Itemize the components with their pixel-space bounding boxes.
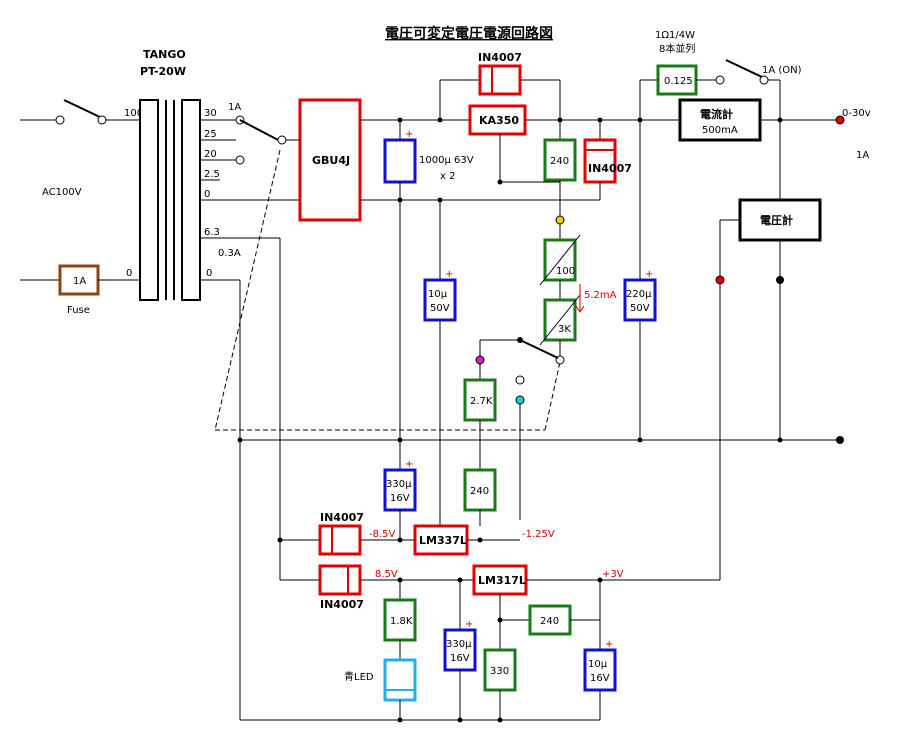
transformer-brand: TANGO	[143, 48, 186, 61]
cap10-16-label: 10μ	[588, 659, 608, 670]
bridge-rectifier	[298, 98, 362, 222]
regulator-ka350	[468, 104, 527, 136]
tap-0-primary: 0	[126, 268, 132, 279]
diode-right-label: IN4007	[588, 162, 632, 175]
diode-top-label: IN4007	[478, 51, 522, 64]
capacitor-1000u	[383, 138, 417, 184]
out-voltage: 0-30v	[842, 108, 871, 119]
svg-text:+: +	[645, 269, 653, 280]
capacitor-330u-b	[443, 628, 477, 672]
diode-right	[583, 138, 617, 184]
resistor-1-8k	[383, 598, 417, 642]
tap-0-3a: 0.3A	[218, 248, 241, 259]
tap-30: 30	[204, 108, 217, 119]
diode-pos-label: IN4007	[320, 598, 364, 611]
capacitor-10u-16v	[583, 648, 617, 692]
diode-neg	[318, 524, 362, 556]
tap-100: 100	[124, 108, 143, 119]
out-current: 1A	[856, 150, 869, 161]
capacitor-220u	[623, 278, 657, 322]
input-section: AC100V 1A Fuse 100 0	[20, 99, 143, 316]
cap330b-volt: 16V	[450, 653, 470, 664]
neg-out: -1.25V	[522, 529, 555, 540]
diode-top	[478, 64, 522, 96]
switch-rating: 1A	[228, 102, 241, 113]
svg-text:+: +	[605, 639, 613, 650]
r240b-label: 240	[470, 486, 489, 497]
tap-6-3: 6.3	[204, 227, 220, 238]
current-label: 5.2mA	[584, 290, 617, 301]
diode-pos	[318, 564, 362, 596]
cap330b-label: 330μ	[446, 639, 472, 650]
svg-text:+: +	[445, 269, 453, 280]
resistor-240-c	[528, 604, 572, 636]
shunt-value: 0.125	[664, 76, 693, 87]
shunt-spec2: 8本並列	[659, 42, 695, 55]
pot3k-label: 3K	[558, 324, 571, 335]
diode-neg-label: IN4007	[320, 511, 364, 524]
pos-out: +3V	[602, 569, 624, 580]
cap220-label: 220μ	[626, 289, 652, 300]
pos-volt: 8.5V	[375, 569, 398, 580]
capacitor-330u-a	[383, 468, 417, 512]
shunt-spec: 1Ω1/4W	[655, 30, 695, 41]
r1-8k-label: 1.8K	[390, 616, 413, 627]
svg-text:+: +	[465, 619, 473, 630]
capacitor-10u-50v	[423, 278, 457, 322]
resistor-2-7k	[463, 378, 497, 422]
out-switch-label: 1A (ON)	[762, 65, 802, 76]
bridge-label: GBU4J	[312, 154, 350, 167]
ammeter-range: 500mA	[702, 125, 738, 136]
shunt-resistor	[656, 64, 698, 96]
output-switch	[725, 59, 765, 79]
cap10-50-volt: 50V	[430, 303, 450, 314]
led-label: 青LED	[344, 670, 374, 683]
fuse-value: 1A	[73, 276, 86, 287]
cap330a-label: 330μ	[386, 479, 412, 490]
lm337-label: LM337L	[419, 534, 467, 547]
cap-1000-count: x 2	[440, 171, 455, 182]
r240c-label: 240	[540, 616, 559, 627]
cap220-volt: 50V	[630, 303, 650, 314]
neg-volt: -8.5V	[369, 529, 396, 540]
r240a-label: 240	[550, 156, 569, 167]
ac-label: AC100V	[42, 187, 82, 198]
r2-7k-label: 2.7K	[470, 396, 493, 407]
ammeter-label: 電流計	[700, 107, 733, 121]
tap-0-aux: 0	[206, 268, 212, 279]
main-switch	[63, 99, 103, 119]
svg-text:+: +	[405, 459, 413, 470]
led-blue	[383, 658, 417, 702]
r330-label: 330	[490, 666, 509, 677]
cap330a-volt: 16V	[390, 493, 410, 504]
cap10-16-volt: 16V	[590, 673, 610, 684]
tap-2-5: 2.5	[204, 169, 220, 180]
pot100-label: 100	[556, 266, 575, 277]
ka350-label: KA350	[479, 114, 519, 127]
tap-25: 25	[204, 129, 217, 140]
cap-1000-label: 1000μ 63V	[419, 155, 474, 166]
tap-20: 20	[204, 149, 217, 160]
tap-0-secondary: 0	[204, 189, 210, 200]
tap-selector-switch: 1A	[214, 102, 561, 431]
transformer-model: PT-20W	[140, 65, 186, 78]
svg-text:+: +	[405, 129, 413, 140]
transformer: TANGO PT-20W 30 25 20 2.5 0 6.3 0.3A 0	[139, 48, 300, 720]
fuse-label: Fuse	[67, 305, 90, 316]
junction-dots	[237, 117, 783, 723]
cap10-50-label: 10μ	[428, 289, 448, 300]
lm317-label: LM317L	[478, 574, 526, 587]
page-title: 電圧可変定電圧電源回路図	[385, 25, 553, 42]
voltmeter-label: 電圧計	[760, 213, 793, 227]
